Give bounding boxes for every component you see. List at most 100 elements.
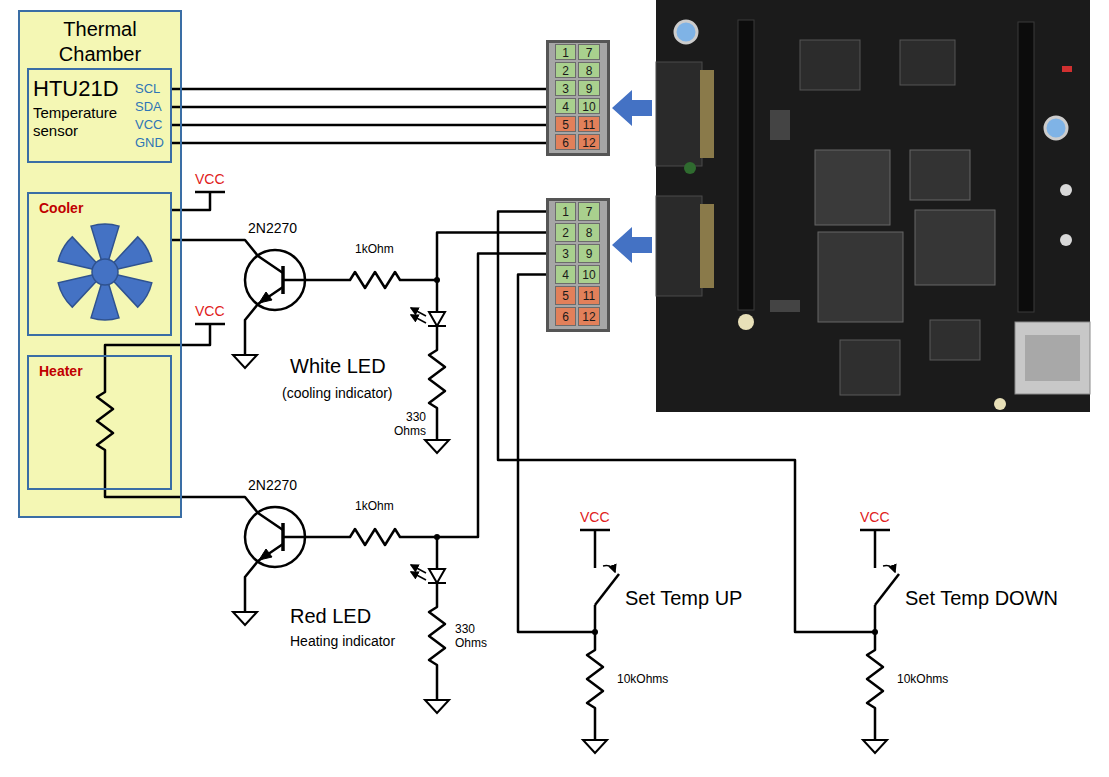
wire — [283, 254, 546, 546]
led-symbol — [428, 582, 446, 584]
led-symbol — [411, 572, 426, 580]
pin-number: 6 — [555, 134, 576, 150]
board-photo — [800, 40, 860, 90]
resistor-value: 10kOhms — [897, 672, 948, 686]
pin-number: 7 — [578, 44, 600, 60]
pin-number: 12 — [578, 134, 600, 150]
pin-number: 4 — [555, 265, 576, 284]
pin-number: 12 — [578, 307, 600, 326]
pin-label: SCL — [135, 81, 160, 97]
led-symbol — [428, 325, 446, 327]
supply-label: VCC — [860, 509, 890, 526]
resistor-value: 330 Ohms — [392, 410, 426, 439]
board-photo — [738, 20, 754, 310]
board-photo — [656, 62, 702, 166]
pmod-header: 172839410511612 — [546, 40, 610, 156]
pin-number: 10 — [578, 265, 600, 284]
fan-symbol — [58, 224, 152, 320]
pin-label: SDA — [135, 99, 162, 115]
heater-box: Heater — [27, 355, 172, 490]
pin-number: 11 — [578, 286, 600, 305]
board-photo — [1018, 22, 1034, 312]
switch-arrow — [883, 566, 895, 572]
board-photo — [815, 150, 890, 225]
transistor-symbol — [259, 549, 272, 560]
cooler-box: Cooler — [27, 192, 172, 336]
wire — [874, 530, 877, 568]
board-photo — [915, 210, 995, 285]
resistor-value: 1kOhm — [355, 499, 394, 513]
pin-number: 5 — [555, 286, 576, 305]
transistor-symbol — [281, 523, 285, 551]
ground-symbol — [863, 740, 887, 753]
board-photo — [1025, 335, 1080, 381]
board-photo — [770, 300, 800, 312]
board-photo — [656, 0, 1090, 412]
junction-dot — [872, 629, 878, 635]
led-symbol — [411, 308, 426, 316]
pin-number: 2 — [555, 223, 576, 242]
board-photo — [818, 232, 903, 322]
ground-symbol — [233, 612, 257, 625]
board-photo — [700, 204, 714, 288]
signal-wire — [172, 106, 546, 109]
led-symbol — [429, 312, 445, 326]
transistor-symbol — [259, 292, 272, 303]
pin-number: 1 — [555, 44, 576, 60]
ground-symbol — [233, 355, 887, 753]
pin-number: 10 — [578, 98, 600, 114]
pin-number: 9 — [578, 80, 600, 96]
transistor-symbol — [281, 266, 285, 294]
led-symbol — [429, 569, 445, 583]
board-photo — [910, 150, 970, 200]
wire — [437, 233, 546, 281]
board-photo — [675, 21, 697, 43]
transistor-symbol — [245, 250, 305, 567]
pin-number: 7 — [578, 202, 600, 221]
supply-label: VCC — [580, 509, 610, 526]
wire — [436, 280, 439, 312]
wire — [429, 326, 445, 440]
board-photo — [1045, 117, 1067, 139]
cooler-label: Cooler — [39, 200, 83, 217]
signal-wire — [172, 142, 546, 145]
pin-number: 11 — [578, 116, 600, 132]
board-photo — [900, 40, 955, 85]
supply-label: VCC — [195, 303, 225, 320]
switch-label: Set Temp DOWN — [905, 586, 1058, 610]
junction-dot — [434, 277, 878, 635]
switch-label: Set Temp UP — [625, 586, 742, 610]
junction-dot — [434, 277, 440, 283]
led-symbol — [411, 565, 426, 573]
wire — [172, 192, 210, 210]
board-photo — [656, 196, 702, 296]
transistor-symbol — [245, 250, 305, 310]
pin-number: 4 — [555, 98, 576, 114]
board-photo — [684, 162, 696, 174]
pointer-arrow — [612, 90, 652, 126]
signal-wire — [172, 124, 546, 127]
pin-number: 8 — [578, 223, 600, 242]
pin-number: 9 — [578, 244, 600, 263]
switch-arrow — [603, 566, 895, 572]
heater-label: Heater — [39, 363, 83, 380]
wire — [595, 574, 619, 605]
resistor-value: 1kOhm — [355, 242, 394, 256]
board-photo — [930, 320, 980, 360]
wire — [594, 530, 597, 568]
board-photo — [656, 0, 1090, 412]
ground-symbol — [233, 355, 257, 368]
part-number: 2N2270 — [248, 220, 297, 237]
led-note: (cooling indicator) — [282, 385, 393, 402]
wire — [172, 240, 283, 273]
resistor-value: 330 Ohms — [455, 622, 489, 651]
wire — [436, 537, 439, 569]
wire — [867, 605, 883, 740]
sensor-box: HTU21DTemperature sensorSCLSDAVCCGND — [27, 68, 172, 163]
led-symbol — [411, 315, 426, 323]
board-photo — [1062, 66, 1072, 72]
pin-number: 8 — [578, 62, 600, 78]
board-photo — [994, 398, 1006, 410]
ground-symbol — [583, 740, 607, 753]
